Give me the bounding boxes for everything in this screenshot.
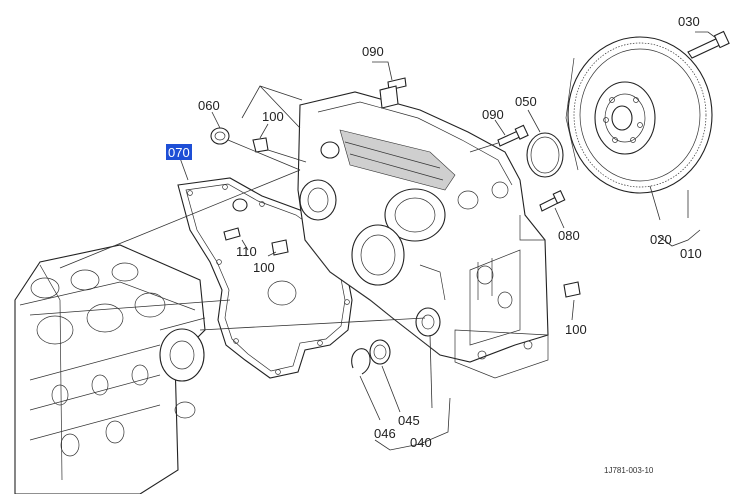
callout-090-right: 090 [482,107,504,122]
callouts: 030 090 060 100 050 090 070 080 020 010 … [166,14,702,475]
seal-045 [369,339,391,365]
callout-100-top: 100 [262,109,284,124]
bolt-100-top [252,137,269,153]
drawing-code: 1J781-003-10 [604,466,654,475]
callout-110: 110 [236,244,257,259]
pin-110 [223,198,248,241]
bolt-030 [687,30,730,59]
plug-060 [210,127,230,145]
gear-case [297,91,549,379]
callout-100-mid: 100 [253,260,275,275]
callout-100-right: 100 [565,322,587,337]
bolt-090-top [379,77,407,109]
engine-block [14,244,206,495]
callout-010: 010 [680,246,702,261]
bolt-100-mid [271,239,289,256]
bolt-090-right [497,124,529,147]
callout-070-highlight [166,144,192,160]
bolt-100-right [563,281,581,298]
leader-lines [29,31,717,451]
callout-070: 070 [168,145,190,160]
callout-080: 080 [558,228,580,243]
snapring-046 [351,348,371,375]
callout-045: 045 [398,413,420,428]
callout-046: 046 [374,426,396,441]
callout-030: 030 [678,14,700,29]
flywheel-020 [565,36,713,194]
oring-050 [526,132,564,178]
callout-020: 020 [650,232,672,247]
callout-060: 060 [198,98,220,113]
bolt-080 [539,190,566,212]
callout-050: 050 [515,94,537,109]
callout-090-top: 090 [362,44,384,59]
callout-040: 040 [410,435,432,450]
